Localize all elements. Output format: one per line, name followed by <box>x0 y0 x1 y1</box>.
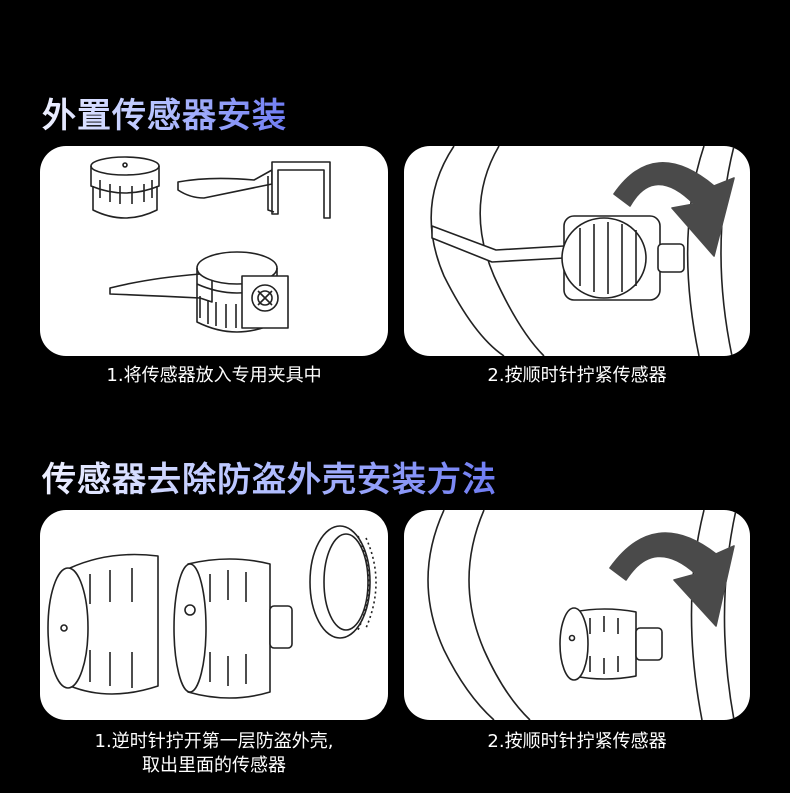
panel-step-1-sensor-into-clamp <box>40 146 388 356</box>
clockwise-arrow-icon <box>613 162 735 257</box>
sensor-in-clamp-icon <box>109 251 289 333</box>
illustration-bare-sensor-on-wheel <box>427 510 737 720</box>
section-title-remove-anti-theft-shell: 传感器去除防盗外壳安装方法 <box>42 452 497 501</box>
wheel-rim-icon <box>430 146 735 356</box>
caption-step-2: 2.按顺时针拧紧传感器 <box>487 365 667 386</box>
inner-sensor-icon <box>173 558 293 699</box>
section-title-external-install: 外置传感器安装 <box>42 88 287 137</box>
clockwise-arrow-icon <box>609 532 735 627</box>
illustration-tighten-on-wheel <box>430 146 735 356</box>
caption-line-2: 取出里面的传感器 <box>142 755 286 776</box>
caption-line-1: 1.逆时针拧开第一层防盗外壳, <box>94 731 334 752</box>
panel-step-2-tighten-bare-sensor <box>404 510 750 720</box>
illustration-shell-parts <box>47 525 377 699</box>
clamp-tool-icon <box>177 161 331 219</box>
illustration-sensor-and-clamp <box>90 156 331 333</box>
sensor-tightening-icon <box>561 215 685 301</box>
panel-step-1-remove-shell <box>40 510 388 720</box>
panel-step-2-tighten-sensor <box>404 146 750 356</box>
anti-theft-shell-icon <box>47 553 159 695</box>
clamp-handle-icon <box>431 225 565 263</box>
caption-step-2-tighten: 2.按顺时针拧紧传感器 <box>487 731 667 752</box>
threaded-ring-icon <box>309 525 377 639</box>
wheel-rim-icon <box>427 510 737 720</box>
sensor-cap-icon <box>90 156 160 219</box>
bare-sensor-icon <box>559 607 663 681</box>
caption-step-1: 1.将传感器放入专用夹具中 <box>106 365 322 386</box>
caption-step-1-remove: 1.逆时针拧开第一层防盗外壳, 取出里面的传感器 <box>40 730 388 778</box>
